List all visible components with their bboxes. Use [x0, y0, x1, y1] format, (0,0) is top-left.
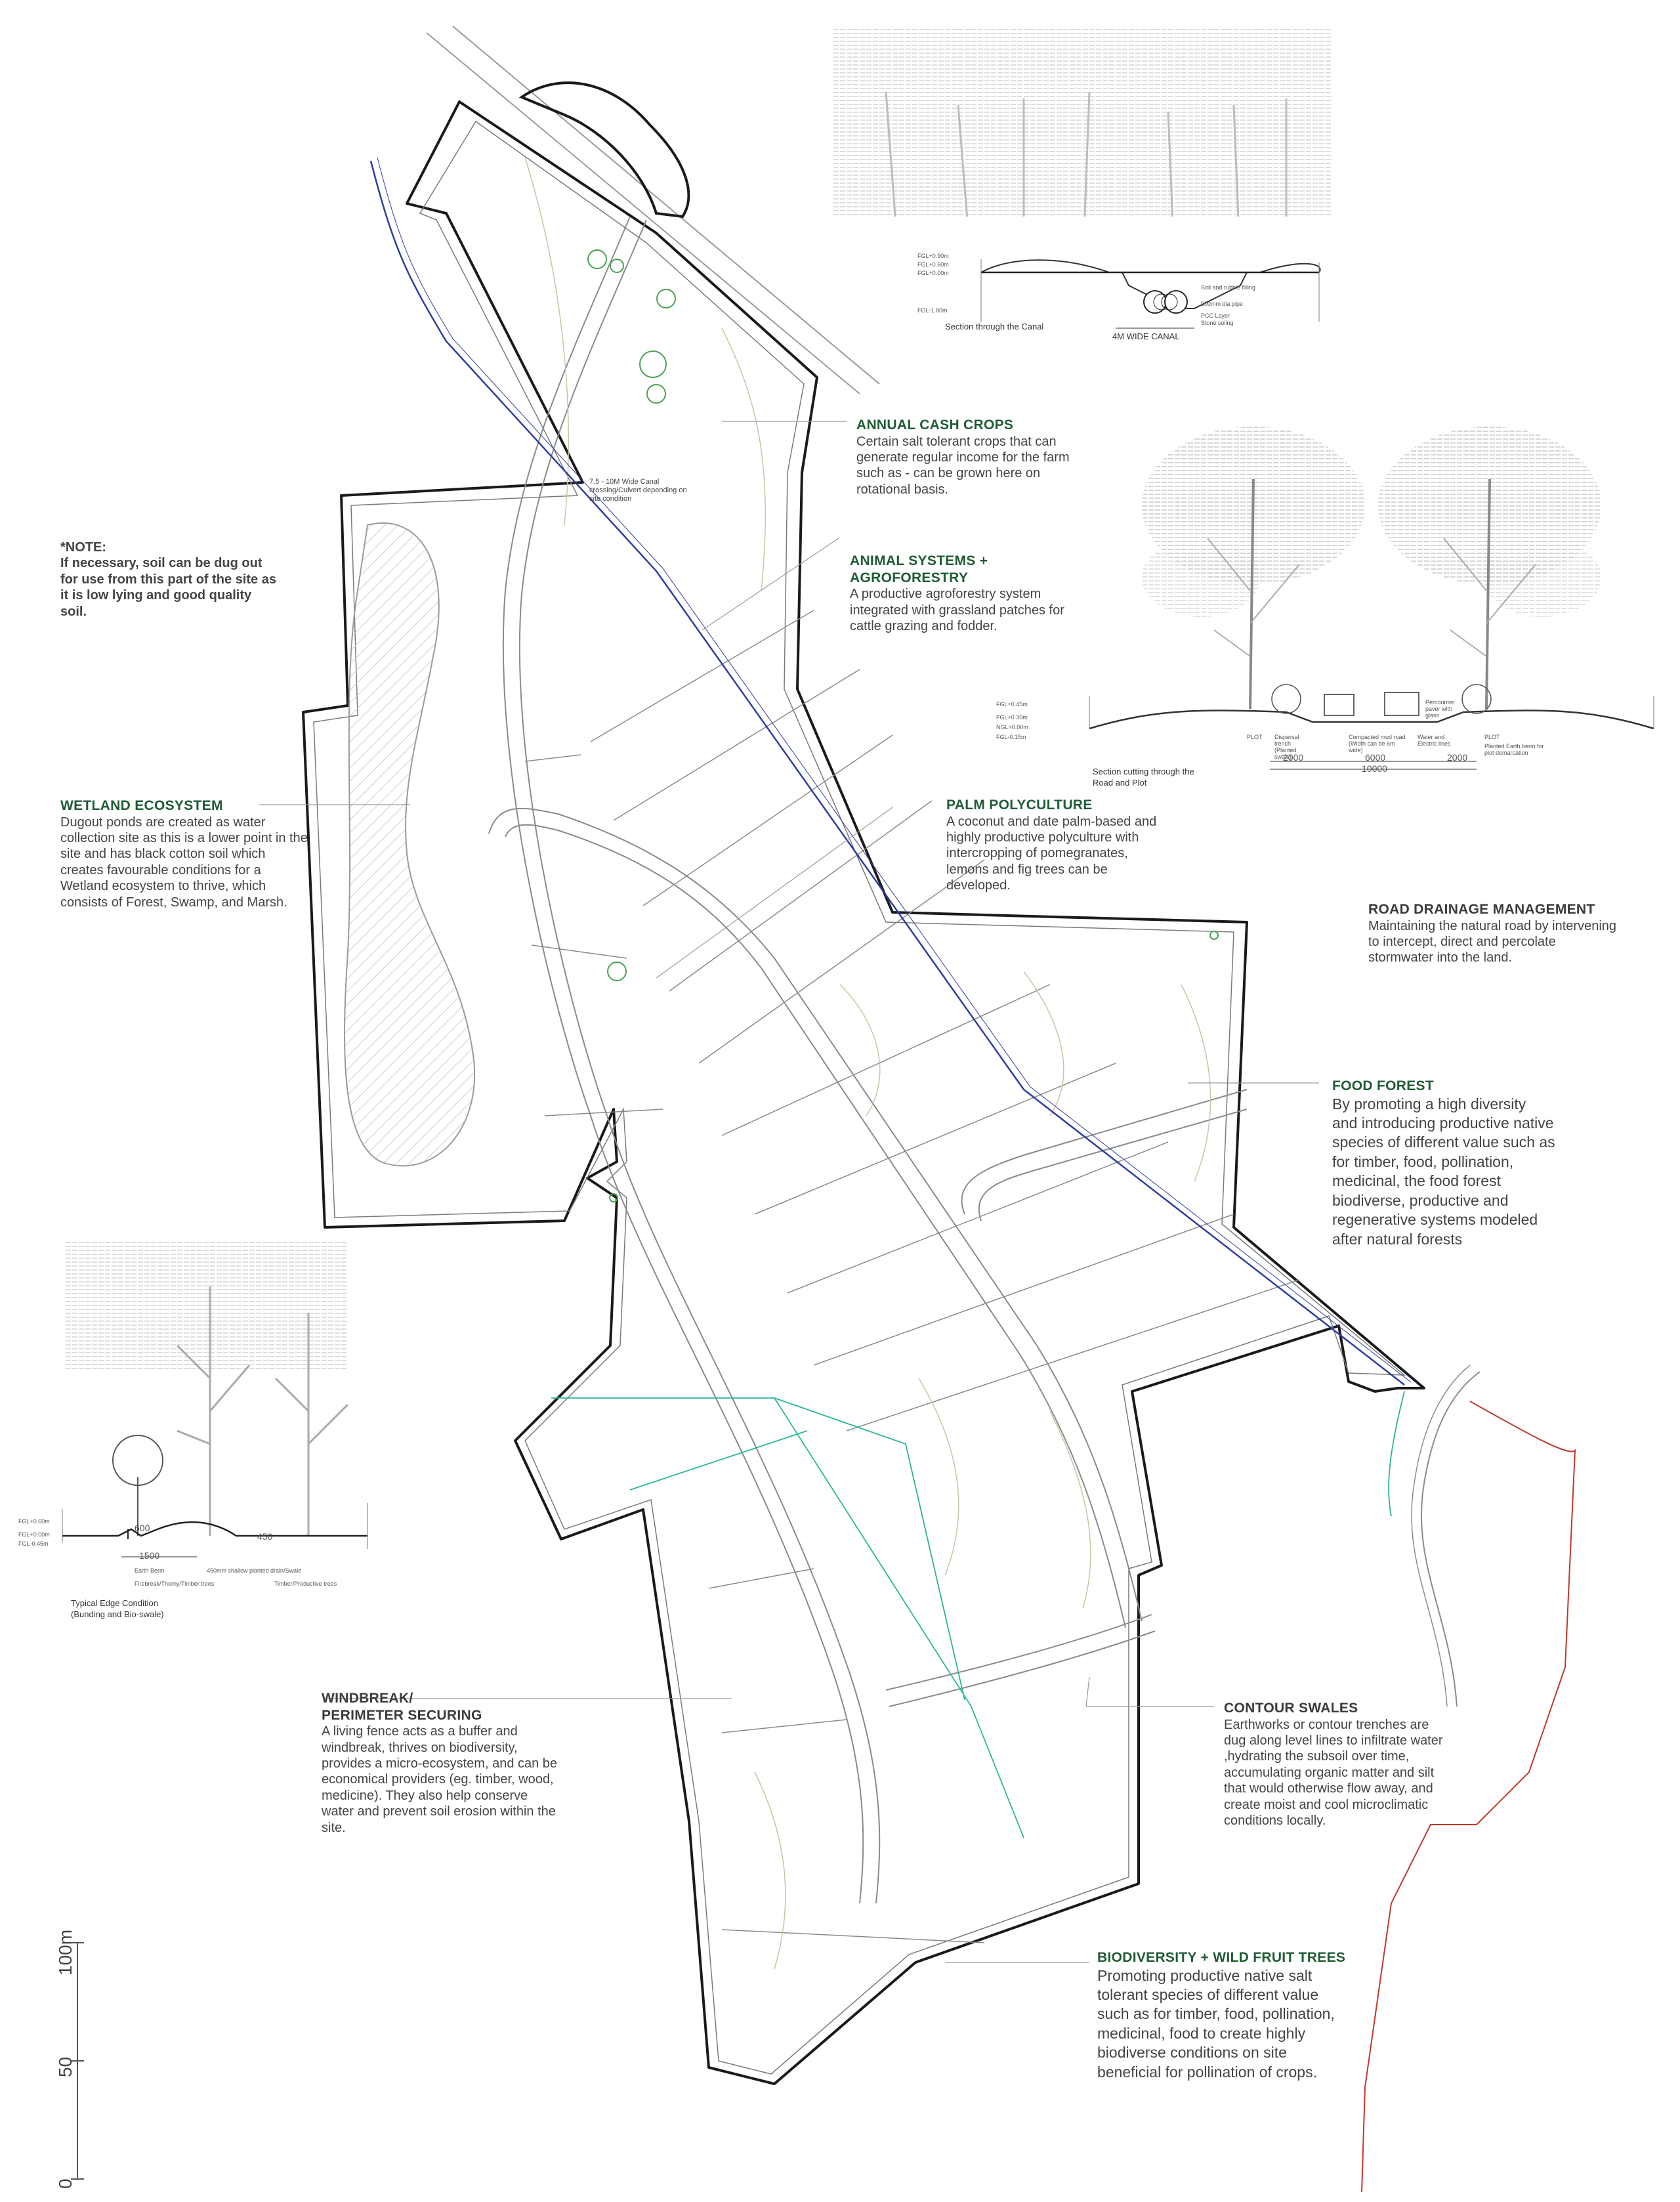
- road-dim-2: 6000: [1365, 752, 1386, 763]
- edge-dim-450: 450: [257, 1531, 273, 1542]
- contour-swales-label: CONTOUR SWALES Earthworks or contour tre…: [1224, 1700, 1447, 1829]
- road-drainage-title: ROAD DRAINAGE MANAGEMENT: [1368, 902, 1595, 917]
- canal-line: [369, 160, 1405, 1386]
- soil-note-title: *NOTE:: [60, 540, 106, 555]
- road-label-lines: Water and Electric lines: [1418, 734, 1451, 747]
- canal-section-caption: Section through the Canal: [945, 322, 1044, 331]
- edge-label-berm: Earth Berm: [135, 1567, 165, 1574]
- boundary-red-line: [1361, 1401, 1576, 2193]
- palm-polyculture-body: A coconut and date palm-based and highly…: [946, 814, 1157, 893]
- scale-label-0: 0: [55, 2178, 75, 2189]
- animal-systems-label: ANIMAL SYSTEMS + AGROFORESTRY A producti…: [850, 553, 1066, 634]
- biodiversity-body: Promoting productive native salt toleran…: [1097, 1966, 1335, 2081]
- edge-dim-600: 600: [135, 1523, 150, 1533]
- road-dim-1: 2000: [1283, 752, 1304, 763]
- detached-plot: [518, 81, 690, 219]
- wetland-label: WETLAND ECOSYSTEM Dugout ponds are creat…: [60, 797, 310, 910]
- plot-divisions: [524, 610, 1300, 1943]
- animal-systems-title-1: ANIMAL SYSTEMS +: [850, 553, 988, 568]
- edge-level-2: FGL+0.00m: [18, 1531, 50, 1538]
- road-level-3: NGL+0.00m: [996, 724, 1028, 730]
- road-level-4: FGL-0.15m: [996, 734, 1026, 740]
- road-label-berm: Planted Earth berm for plot demarcation: [1484, 743, 1544, 756]
- edge-label-firebreak: Firebreak/Thorny/Timber trees: [135, 1580, 215, 1587]
- wetland-title: WETLAND ECOSYSTEM: [60, 798, 223, 813]
- canal-section-drawing: [833, 26, 1332, 329]
- site-inner-offset: [313, 120, 1406, 2075]
- windbreak-body: A living fence acts as a buffer and wind…: [322, 1724, 558, 1835]
- wetland-body: Dugout ponds are created as water collec…: [60, 815, 308, 910]
- food-forest-title: FOOD FOREST: [1332, 1078, 1434, 1093]
- canal-note-1: Soil and rubble filling: [1201, 284, 1256, 291]
- scale-bar: [71, 1942, 84, 2180]
- canal-note-4: Stone soling: [1201, 320, 1234, 326]
- animal-systems-body: A productive agroforestry system integra…: [850, 587, 1064, 633]
- edge-section-drawing: [62, 1240, 368, 1557]
- annual-cash-crops-label: ANNUAL CASH CROPS Certain salt tolerant …: [856, 417, 1073, 498]
- annual-cash-crops-title: ANNUAL CASH CROPS: [856, 417, 1014, 433]
- wetland-hatch: [344, 522, 476, 1167]
- road-label-paver: Percounter paver with glass: [1425, 699, 1455, 719]
- scale-label-50: 50: [55, 2056, 75, 2077]
- windbreak-label: WINDBREAK/ PERIMETER SECURING A living f…: [322, 1690, 558, 1836]
- existing-trees: [587, 249, 1219, 1202]
- canal-level-1: FGL+0.90m: [917, 253, 949, 259]
- canal-level-2: FGL+0.60m: [917, 261, 949, 268]
- contour-swales-title: CONTOUR SWALES: [1224, 1701, 1358, 1716]
- canal-level-3: FGL+0.00m: [917, 270, 949, 276]
- biodiversity-label: BIODIVERSITY + WILD FRUIT TREES Promotin…: [1097, 1949, 1347, 2082]
- animal-systems-title-2: AGROFORESTRY: [850, 570, 969, 585]
- biodiversity-title: BIODIVERSITY + WILD FRUIT TREES: [1097, 1950, 1346, 1965]
- edge-level-1: FGL+0.60m: [18, 1518, 50, 1525]
- road-level-2: FGL+0.30m: [996, 714, 1028, 721]
- food-forest-body: By promoting a high diversity and introd…: [1332, 1095, 1555, 1248]
- scale-label-100: 100m: [55, 1929, 75, 1976]
- road-label-trench: Dispersal trench (Planted swale): [1274, 734, 1299, 760]
- existing-road: [426, 26, 880, 394]
- leader-lines: [259, 421, 1319, 1963]
- edge-label-timber: Timber/Productive trees: [274, 1580, 337, 1587]
- road-dim-3: 2000: [1447, 752, 1468, 763]
- stream-line: [551, 1391, 1405, 1838]
- edge-section-caption-2: (Bunding and Bio-swale): [71, 1609, 164, 1619]
- road-section-caption-2: Road and Plot: [1093, 778, 1147, 788]
- windbreak-title-2: PERIMETER SECURING: [322, 1707, 482, 1723]
- annual-cash-crops-body: Certain salt tolerant crops that can gen…: [856, 434, 1070, 497]
- soil-note-body: If necessary, soil can be dug out for us…: [60, 556, 276, 619]
- edge-section-caption-1: Typical Edge Condition: [71, 1598, 158, 1608]
- food-forest-label: FOOD FOREST By promoting a high diversit…: [1332, 1078, 1555, 1249]
- edge-label-swale: 450mm shallow planted drain/Swale: [207, 1567, 302, 1574]
- palm-polyculture-title: PALM POLYCULTURE: [946, 797, 1093, 813]
- canal-level-4: FGL-1.80m: [917, 307, 948, 314]
- road-drainage-body: Maintaining the natural road by interven…: [1368, 918, 1617, 965]
- windbreak-title-1: WINDBREAK/: [322, 1691, 413, 1706]
- contour-swales-body: Earthworks or contour trenches are dug a…: [1224, 1717, 1443, 1828]
- edge-dim-1500: 1500: [139, 1550, 160, 1561]
- road-section-caption-1: Section cutting through the: [1093, 767, 1194, 776]
- road-level-1: FGL+0.45m: [996, 701, 1028, 708]
- canal-note-2: 900mm dia pipe: [1201, 301, 1244, 307]
- road-label-plot-1: PLOT: [1247, 734, 1263, 740]
- canal-crossing-note: 7.5 - 10M Wide Canal crossing/Culvert de…: [589, 478, 687, 503]
- internal-road: [488, 216, 1248, 1904]
- canal-note-3: PCC Layer: [1201, 312, 1230, 319]
- canal-width-label: 4M WIDE CANAL: [1112, 331, 1180, 341]
- road-section-drawing: [1089, 427, 1654, 770]
- road-dim-4: 10000: [1362, 763, 1387, 774]
- soil-note: *NOTE: If necessary, soil can be dug out…: [60, 540, 277, 620]
- road-label-road: Compacted mud road (Width can be 6m wide…: [1349, 734, 1406, 753]
- road-drainage-label: ROAD DRAINAGE MANAGEMENT Maintaining the…: [1368, 901, 1618, 966]
- road-label-plot-2: PLOT: [1484, 734, 1500, 740]
- palm-polyculture-label: PALM POLYCULTURE A coconut and date palm…: [946, 797, 1163, 894]
- site-boundary: [302, 100, 1425, 2085]
- edge-level-3: FGL-0.45m: [18, 1540, 49, 1547]
